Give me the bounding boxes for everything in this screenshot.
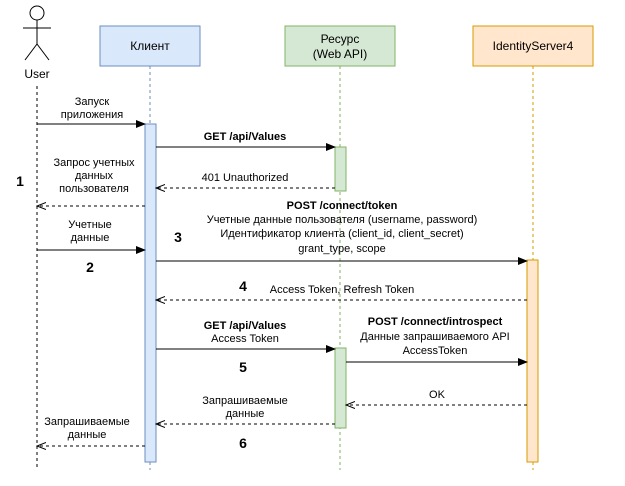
step-number-2: 2 xyxy=(86,259,94,275)
resource-participant-label-1: Ресурс xyxy=(321,32,360,46)
step-number-1: 1 xyxy=(16,173,24,189)
user-actor-label: User xyxy=(24,67,49,81)
msg-request-credentials-label-2: данных xyxy=(75,170,114,182)
msg-get-with-token-title: GET /api/Values xyxy=(204,320,287,332)
msg-data-to-client-label-1: Запрашиваемые xyxy=(202,395,287,407)
msg-data-to-user-label-1: Запрашиваемые xyxy=(44,416,129,428)
msg-tokens-label: Access Token, Refresh Token xyxy=(270,284,415,296)
msg-credentials-label-1: Учетные xyxy=(68,219,112,231)
resource-participant-box xyxy=(284,25,396,67)
msg-credentials-label-2: данные xyxy=(71,232,110,244)
msg-post-token-line-2: Идентификатор клиента (client_id, client… xyxy=(220,228,463,240)
user-actor-icon xyxy=(23,5,51,61)
msg-get-values-label: GET /api/Values xyxy=(204,131,287,143)
resource-activation-2 xyxy=(334,347,347,429)
step-number-3: 3 xyxy=(174,229,182,245)
client-activation xyxy=(144,123,157,463)
msg-request-credentials-label-3: пользователя xyxy=(59,183,129,195)
resource-participant-label-2: (Web API) xyxy=(313,47,367,61)
ids-participant-box xyxy=(472,25,594,67)
msg-launch-label-1: Запуск xyxy=(75,96,110,108)
msg-introspect-title: POST /connect/introspect xyxy=(368,316,503,328)
msg-post-token-title: POST /connect/token xyxy=(287,200,398,212)
msg-post-token-line-3: grant_type, scope xyxy=(298,243,385,255)
msg-401-label: 401 Unauthorized xyxy=(202,172,289,184)
client-participant-label: Клиент xyxy=(130,39,170,53)
msg-ok-label: OK xyxy=(429,389,446,401)
step-number-4: 4 xyxy=(239,278,247,294)
ids-participant-label: IdentityServer4 xyxy=(493,39,574,53)
msg-introspect-line-1: Данные запрашиваемого API xyxy=(360,331,509,343)
msg-post-token-line-1: Учетные данные пользователя (username, p… xyxy=(207,214,478,226)
msg-data-to-user-label-2: данные xyxy=(68,429,107,441)
msg-get-with-token-line: Access Token xyxy=(211,333,279,345)
step-number-5: 5 xyxy=(239,359,247,375)
msg-request-credentials-label-1: Запрос учетных xyxy=(53,157,135,169)
resource-activation-1 xyxy=(334,146,347,192)
step-number-6: 6 xyxy=(239,435,247,451)
msg-introspect-line-2: AccessToken xyxy=(403,345,468,357)
client-participant-box xyxy=(99,25,201,67)
msg-launch-label-2: приложения xyxy=(61,109,123,121)
ids-activation xyxy=(526,259,539,463)
msg-data-to-client-label-2: данные xyxy=(226,408,265,420)
